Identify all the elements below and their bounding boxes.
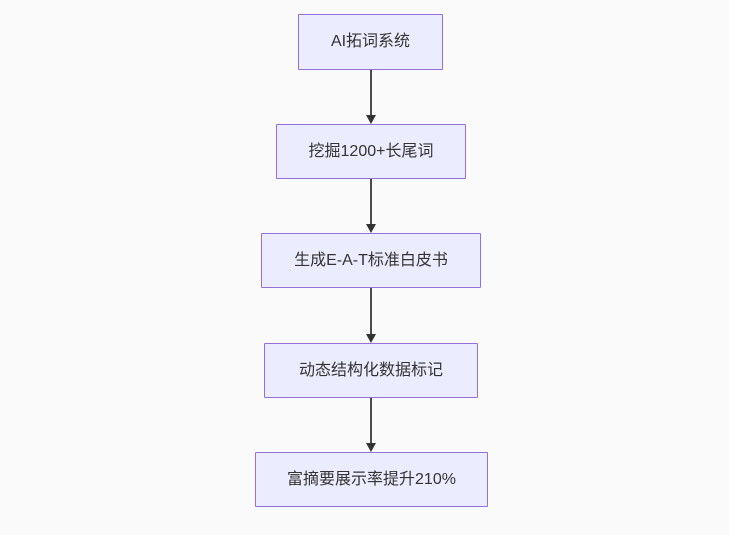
flow-node-ai-word-expansion-system: AI拓词系统: [298, 14, 443, 70]
flow-arrow-2: [366, 179, 376, 233]
flow-node-label: 富摘要展示率提升210%: [287, 470, 456, 488]
flow-node-label: 生成E-A-T标准白皮书: [294, 251, 448, 269]
flow-node-dynamic-structured-data-markup: 动态结构化数据标记: [264, 343, 478, 398]
flow-node-label: AI拓词系统: [330, 33, 411, 50]
arrow-shaft: [370, 70, 372, 115]
flow-arrow-1: [366, 70, 376, 124]
arrowhead-down-icon: [366, 224, 376, 233]
flow-node-label: 动态结构化数据标记: [298, 361, 443, 379]
arrow-shaft: [370, 179, 372, 224]
flow-node-mine-longtail-keywords: 挖掘1200+长尾词: [276, 124, 466, 179]
flow-arrow-3: [366, 288, 376, 343]
arrowhead-down-icon: [366, 443, 376, 452]
arrowhead-down-icon: [366, 334, 376, 343]
arrow-shaft: [370, 288, 372, 334]
flow-node-rich-snippet-rate-increase: 富摘要展示率提升210%: [255, 452, 488, 507]
flow-arrow-4: [366, 398, 376, 452]
flow-node-label: 挖掘1200+长尾词: [308, 142, 434, 160]
flow-node-generate-eat-whitepaper: 生成E-A-T标准白皮书: [261, 233, 481, 288]
arrowhead-down-icon: [366, 115, 376, 124]
arrow-shaft: [370, 398, 372, 443]
